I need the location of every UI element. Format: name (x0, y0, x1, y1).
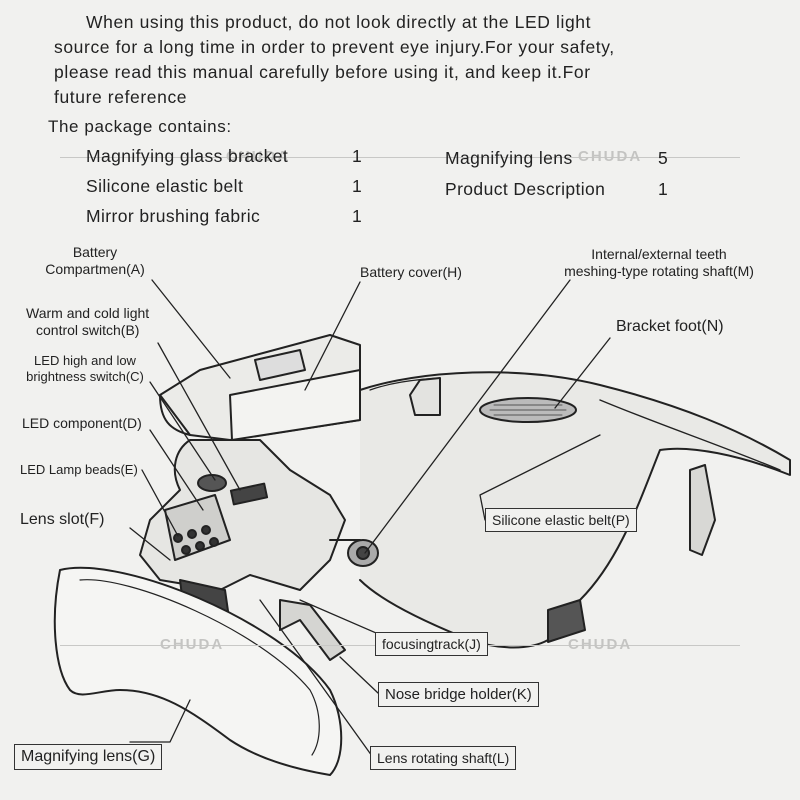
safety-warning-paragraph: When using this product, do not look dir… (54, 10, 754, 110)
package-item-qty: 5 (658, 148, 668, 168)
watermark-text: CHUDA (226, 148, 291, 165)
package-item-name: Magnifying lens (445, 148, 573, 168)
intro-line-1: When using this product, do not look dir… (86, 12, 592, 32)
package-item-qty: 1 (658, 179, 668, 199)
package-item-name: Magnifying glass bracket (86, 146, 289, 166)
callout-magnifying-lens: Magnifying lens(G) (14, 744, 163, 770)
callout-lens-slot: Lens slot(F) (20, 511, 105, 528)
watermark-line (60, 157, 740, 158)
package-item-qty: 1 (352, 206, 362, 226)
callout-led-lamp-beads: LED Lamp beads(E) (20, 462, 138, 477)
callout-brightness-switch: LED high and low brightness switch(C) (26, 353, 144, 384)
package-item-name: Mirror brushing fabric (86, 206, 261, 226)
package-item-qty: 1 (352, 176, 362, 196)
package-item-name: Silicone elastic belt (86, 176, 244, 196)
watermark-text: CHUDA (578, 148, 643, 165)
callout-warm-cold-switch: Warm and cold light control switch(B) (26, 305, 150, 338)
package-title: The package contains: (48, 117, 232, 136)
package-item-name: Product Description (445, 179, 606, 199)
intro-line-4: future reference (54, 87, 188, 107)
callout-lens-rotating-shaft: Lens rotating shaft(L) (370, 746, 517, 770)
watermark-text: CHUDA (568, 636, 633, 653)
watermark-text: CHUDA (160, 636, 225, 653)
callout-bracket-foot: Bracket foot(N) (616, 318, 724, 335)
callout-battery-cover: Battery cover(H) (360, 264, 462, 280)
callout-focusing-track: focusingtrack(J) (375, 632, 488, 656)
intro-line-2: source for a long time in order to preve… (54, 37, 615, 57)
intro-line-3: please read this manual carefully before… (54, 62, 591, 82)
callout-silicone-belt: Silicone elastic belt(P) (485, 508, 637, 532)
callout-battery-compartment: Battery Compartmen(A) (45, 244, 145, 277)
callout-rotating-shaft: Internal/external teeth meshing-type rot… (564, 246, 754, 279)
callout-nose-bridge-holder: Nose bridge holder(K) (378, 682, 539, 707)
package-item-qty: 1 (352, 146, 362, 166)
callout-led-component: LED component(D) (22, 415, 142, 431)
